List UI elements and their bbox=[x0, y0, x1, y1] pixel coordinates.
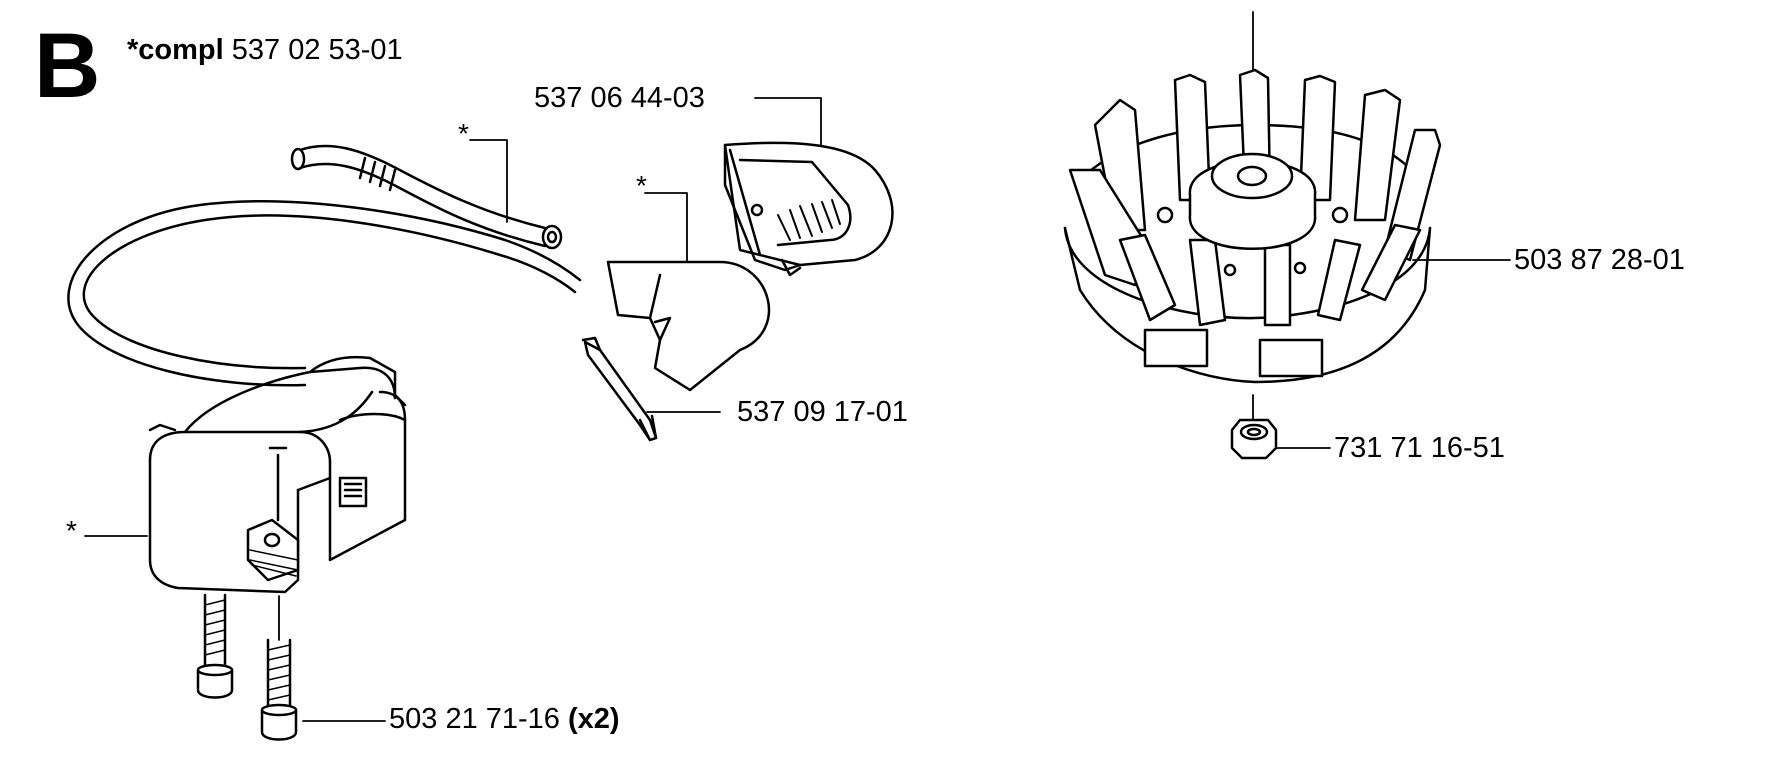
fuel-hose-asterisk: * bbox=[458, 118, 469, 149]
short-fuel-hose bbox=[290, 144, 563, 250]
fuel-tank bbox=[148, 355, 407, 594]
nut-part-number: 731 71 16-51 bbox=[1334, 432, 1505, 464]
tank-screw-left bbox=[196, 593, 234, 699]
cover-537-06-44-03 bbox=[723, 141, 894, 277]
screw-quantity: (x2) bbox=[568, 703, 620, 735]
screw-part-label: 503 21 71-16 (x2) bbox=[389, 705, 620, 734]
bracket-part-number: 537 09 17-01 bbox=[737, 396, 908, 428]
flywheel-503-87-28-01 bbox=[1063, 68, 1442, 384]
screw-part-number: 503 21 71-16 bbox=[389, 703, 560, 735]
nut-731-71-16-51 bbox=[1230, 418, 1278, 460]
tank-asterisk: * bbox=[66, 515, 77, 546]
flywheel-part-number: 503 87 28-01 bbox=[1514, 244, 1685, 276]
plate-asterisk: * bbox=[636, 170, 647, 201]
compl-prefix: *compl bbox=[127, 34, 224, 66]
section-letter: B bbox=[34, 15, 101, 117]
cover-part-number: 537 06 44-03 bbox=[534, 82, 705, 114]
tank-screw-right bbox=[260, 595, 298, 741]
complete-assembly-label: *compl 537 02 53-01 bbox=[127, 36, 403, 65]
bracket-537-09-17-01 bbox=[581, 336, 658, 442]
long-fuel-hose bbox=[67, 200, 582, 387]
compl-number: 537 02 53-01 bbox=[231, 34, 403, 66]
flat-plate bbox=[606, 260, 771, 392]
